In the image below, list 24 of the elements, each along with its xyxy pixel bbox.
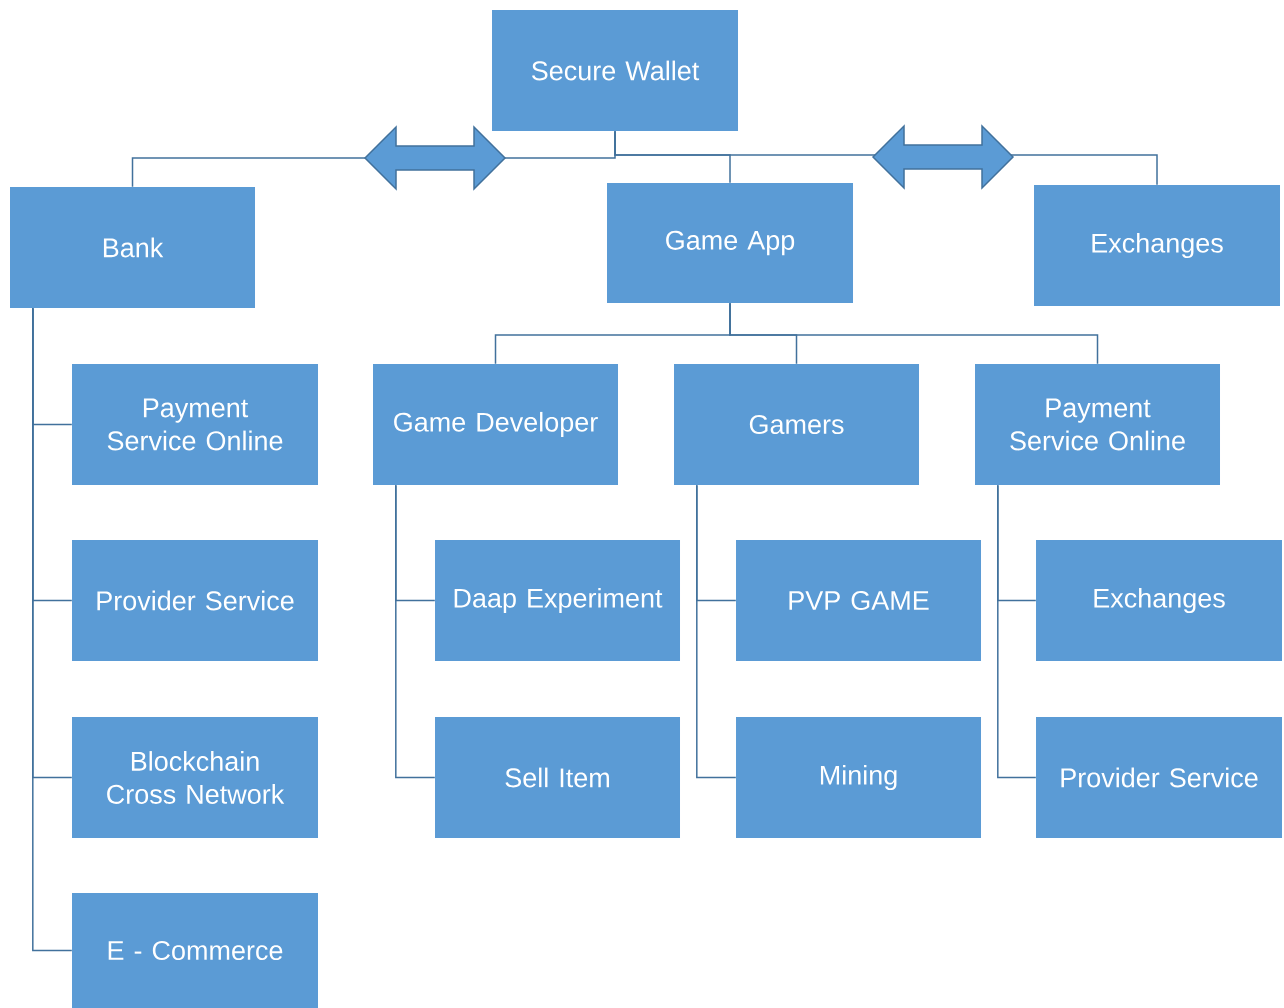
process-box: Blockchain Cross Network <box>72 717 318 838</box>
process-box: Game App <box>607 183 853 303</box>
process-box: Gamers <box>674 364 919 485</box>
process-box: Sell Item <box>435 717 680 838</box>
connector <box>614 124 1158 190</box>
process-box: PVP GAME <box>736 540 981 661</box>
process-box: E - Commerce <box>72 893 318 1008</box>
connector <box>997 484 1037 779</box>
connector <box>131 125 616 191</box>
process-box: Provider Service <box>1036 717 1282 838</box>
process-box: Mining <box>736 717 981 838</box>
process-box: Exchanges <box>1034 185 1280 306</box>
process-box: Game Developer <box>373 364 618 485</box>
process-box: Provider Service <box>72 540 318 661</box>
connector <box>32 307 73 952</box>
connector <box>729 302 1099 365</box>
process-box: Payment Service Online <box>72 364 318 485</box>
process-box: Daap Experiment <box>435 540 680 661</box>
connector <box>696 484 737 779</box>
process-box: Bank <box>10 187 255 308</box>
process-box: Secure Wallet <box>492 10 738 131</box>
process-box: Exchanges <box>1036 540 1282 661</box>
process-box: Payment Service Online <box>975 364 1220 485</box>
connector <box>395 484 436 779</box>
